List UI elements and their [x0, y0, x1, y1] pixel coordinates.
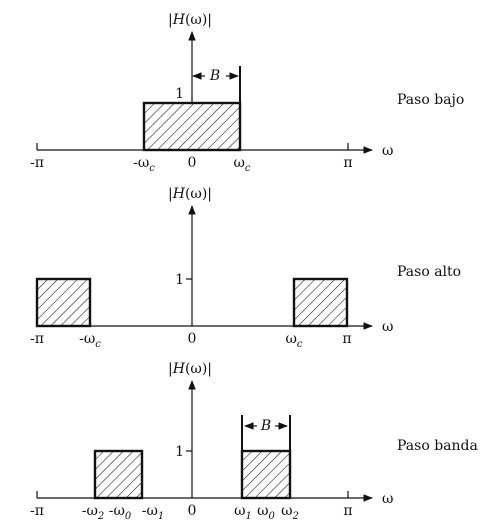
panel-title: Paso banda	[397, 438, 478, 454]
x-tick-label: 0	[188, 331, 197, 347]
y-axis-label: |H(ω)|	[168, 12, 212, 28]
y-axis-label: |H(ω)|	[168, 186, 212, 202]
x-tick-label: -ω0	[109, 503, 132, 522]
passband-rect-right	[240, 449, 292, 500]
x-tick-label: ω1	[234, 503, 252, 522]
panel-highpass: |H(ω)| ω 1 -π -ωc 0 ωc π Paso alto	[30, 186, 461, 350]
x-tick-label: -π	[30, 331, 44, 347]
panel-title: Paso bajo	[397, 92, 464, 108]
x-tick-label: π	[342, 331, 351, 347]
x-tick-label: 0	[188, 155, 197, 171]
x-axis-symbol: ω	[382, 491, 393, 507]
passband-rect-left	[93, 449, 144, 500]
x-tick-label: ω0	[257, 503, 275, 522]
panel-title: Paso alto	[397, 264, 461, 280]
bandwidth-label: B	[260, 418, 271, 434]
x-tick-label: -ω2	[82, 503, 105, 522]
y-tick-label: 1	[175, 444, 184, 460]
x-axis-symbol: ω	[382, 319, 393, 335]
x-tick-label: -π	[30, 503, 44, 519]
x-tick-label: ωc	[285, 331, 302, 350]
x-tick-label: -ωc	[79, 331, 101, 350]
passband-rect-right	[292, 277, 349, 328]
y-tick-label: 1	[175, 272, 184, 288]
x-tick-label: -ωc	[133, 155, 155, 174]
x-tick-label: ω2	[281, 503, 299, 522]
x-tick-label: -ω1	[142, 503, 165, 522]
passband-rect-left	[35, 277, 92, 328]
panel-lowpass: |H(ω)| ω 1 B -π -ωc 0 ωc π Paso bajo	[30, 12, 464, 174]
y-tick-label: 1	[175, 86, 184, 102]
x-tick-label: ωc	[233, 155, 250, 174]
bandwidth-label: B	[209, 68, 220, 84]
y-axis-label: |H(ω)|	[168, 361, 212, 377]
x-tick-label: -π	[30, 155, 44, 171]
x-tick-label: π	[343, 155, 352, 171]
x-axis-symbol: ω	[382, 143, 393, 159]
x-tick-label: 0	[188, 503, 197, 519]
panel-bandpass: |H(ω)| ω 1 B -π -ω2 -ω0 -ω1 0 ω1 ω0 ω2 π…	[30, 361, 478, 522]
passband-rect	[142, 101, 242, 152]
x-tick-label: π	[343, 503, 352, 519]
